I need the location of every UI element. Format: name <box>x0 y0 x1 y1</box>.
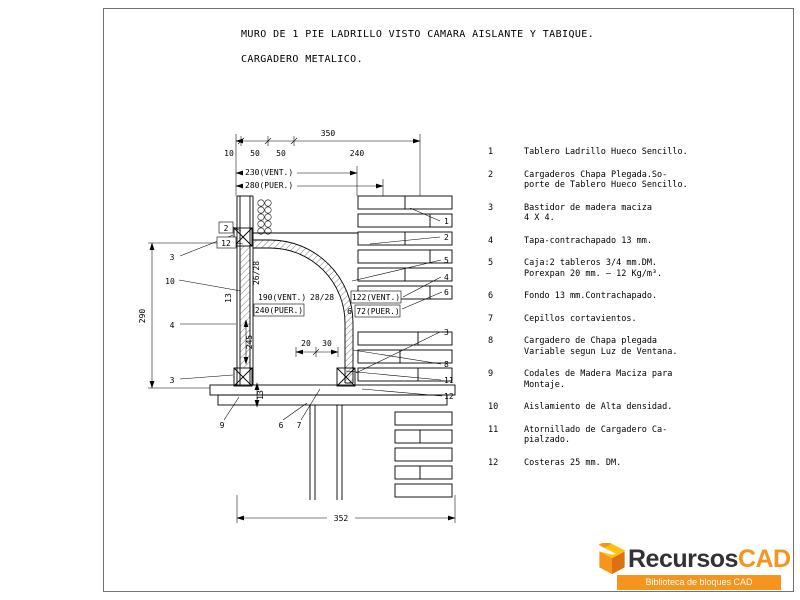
legend-item-text: Cargadero de Chapa plegada Variable segu… <box>524 336 678 357</box>
legend-item-text: Codales de Madera Maciza para Montaje. <box>524 369 673 390</box>
legend-item-text: Caja:2 tableros 3/4 mm.DM. Porexpan 20 m… <box>524 258 663 279</box>
callout-fondo-6: 6 <box>347 307 352 316</box>
drawing-title: MURO DE 1 PIE LADRILLO VISTO CAMARA AISL… <box>241 22 594 72</box>
callout-2-boxed: 2 <box>224 224 229 233</box>
dim-30: 30 <box>322 339 332 348</box>
dim-20: 20 <box>301 339 311 348</box>
dim-vent-right: 122(VENT.) <box>352 293 400 302</box>
logo-tagline: Biblioteca de bloques CAD <box>617 575 781 590</box>
dim-26-28: 26/28 <box>252 261 261 285</box>
callout-7: 7 <box>297 421 302 430</box>
legend-item: 12 Costeras 25 mm. DM. <box>488 458 700 469</box>
dim-vent-inner: 190(VENT.) <box>258 293 306 302</box>
dim-bottom-total: 352 <box>334 514 349 523</box>
dim-vent-top: 230(VENT.) <box>245 168 293 177</box>
coil-detail <box>257 199 272 235</box>
dim-puer-top: 280(PUER.) <box>245 181 293 190</box>
logo-wordmark: RecursosCAD <box>628 544 791 574</box>
callout-12: 12 <box>444 392 454 401</box>
legend-item-number: 11 <box>488 424 499 435</box>
left-wall-section <box>233 195 254 387</box>
callout-10: 10 <box>165 277 175 286</box>
capialzado-lintel <box>253 232 358 387</box>
legend-item-text: Costeras 25 mm. DM. <box>524 457 622 468</box>
legend-item-number: 5 <box>488 258 494 268</box>
callout-3-left-top: 3 <box>170 253 175 262</box>
dim-puer-right: 72(PUER.) <box>356 307 399 316</box>
legend-item-text: Atornillado de Cargadero Ca- pialzado. <box>524 424 668 446</box>
callout-5: 5 <box>444 256 449 265</box>
callout-1: 1 <box>444 217 449 226</box>
legend-item-number: 12 <box>488 457 499 468</box>
legend: 1 Tablero Ladrillo Hueco Sencillo. 2 Car… <box>488 147 700 480</box>
legend-item: 6 Fondo 13 mm.Contrachapado. <box>488 291 700 302</box>
callout-6: 6 <box>444 288 449 297</box>
insulation-hatch <box>240 246 250 368</box>
callout-numbers: 1 2 5 4 6 3 8 11 12 3 10 4 3 2 12 9 6 7 <box>165 217 454 430</box>
legend-item-number: 4 <box>488 235 494 246</box>
dim-seg-240: 240 <box>350 149 365 158</box>
dimension-group-left: 290 <box>138 242 234 389</box>
logo-box-icon <box>598 543 626 575</box>
legend-item-number: 3 <box>488 202 494 213</box>
dim-height-left: 290 <box>138 309 147 324</box>
callout-3-right: 3 <box>444 328 449 337</box>
callout-12-boxed: 12 <box>221 239 231 248</box>
legend-item-number: 7 <box>488 313 494 324</box>
legend-item: 10 Aislamiento de Alta densidad. <box>488 402 700 413</box>
callout-6-bottom: 6 <box>279 421 284 430</box>
callout-3-left-bottom: 3 <box>170 376 175 385</box>
dim-seg-10: 10 <box>224 149 234 158</box>
dim-seg-50a: 50 <box>250 149 260 158</box>
dim-puer-inner: 240(PUER.) <box>255 306 303 315</box>
legend-item-number: 6 <box>488 291 494 301</box>
legend-item: 3 Bastidor de madera maciza 4 X 4. <box>488 203 700 224</box>
dim-top-total: 350 <box>321 129 336 138</box>
logo-text-recursos: Recursos <box>628 545 738 573</box>
callout-4-left: 4 <box>170 321 175 330</box>
callout-9: 9 <box>220 421 225 430</box>
legend-item: 5 Caja:2 tableros 3/4 mm.DM. Porexpan 20… <box>488 258 700 279</box>
title-line-1: MURO DE 1 PIE LADRILLO VISTO CAMARA AISL… <box>241 29 595 40</box>
legend-item: 11 Atornillado de Cargadero Ca- pialzado… <box>488 425 700 446</box>
dimension-group-top: 350 10 50 50 240 230(VENT.) 280(PUER.) <box>224 129 421 196</box>
callout-11: 11 <box>444 376 454 385</box>
legend-item-text: Cargaderos Chapa Plegada.So- porte de Ta… <box>524 169 688 191</box>
legend-item: 2 Cargaderos Chapa Plegada.So- porte de … <box>488 170 700 191</box>
callout-leaders <box>178 207 443 421</box>
legend-item-text: Bastidor de madera maciza 4 X 4. <box>524 202 652 224</box>
sheet-frame <box>103 8 794 592</box>
title-line-2: CARGADERO METALICO. <box>241 54 363 65</box>
legend-item-text: Fondo 13 mm.Contrachapado. <box>524 291 658 301</box>
legend-item-number: 8 <box>488 336 494 346</box>
dim-13-wall: 13 <box>224 293 233 303</box>
legend-item-number: 2 <box>488 169 494 180</box>
dim-28-28: 28/28 <box>310 293 334 302</box>
legend-item: 7 Cepillos cortavientos. <box>488 314 700 325</box>
recursoscad-logo[interactable]: RecursosCAD Biblioteca de bloques CAD <box>597 543 791 590</box>
callout-2: 2 <box>444 233 449 242</box>
legend-item-number: 10 <box>488 402 499 412</box>
dimension-group-bottom: 352 <box>236 495 456 523</box>
legend-item-text: Cepillos cortavientos. <box>524 313 637 324</box>
callout-8: 8 <box>444 360 449 369</box>
dim-245: 245 <box>245 335 254 350</box>
legend-item: 4 Tapa-contrachapado 13 mm. <box>488 236 700 247</box>
legend-item-text: Aislamiento de Alta densidad. <box>524 402 673 412</box>
sill-slab <box>209 384 456 500</box>
legend-item: 1 Tablero Ladrillo Hueco Sencillo. <box>488 147 700 158</box>
legend-item-number: 9 <box>488 369 494 379</box>
legend-item: 8 Cargadero de Chapa plegada Variable se… <box>488 336 700 357</box>
legend-item-number: 1 <box>488 147 494 157</box>
dim-13-slab: 13 <box>256 390 265 400</box>
legend-item-text: Tablero Ladrillo Hueco Sencillo. <box>524 147 688 157</box>
logo-brand-row: RecursosCAD <box>597 543 791 575</box>
callout-4: 4 <box>444 273 449 282</box>
logo-text-cad: CAD <box>737 545 791 573</box>
legend-item-text: Tapa-contrachapado 13 mm. <box>524 235 652 246</box>
inner-dimensions: 26/28 190(VENT.) 28/28 240(PUER.) 122(VE… <box>224 261 402 408</box>
brick-wall <box>357 195 453 498</box>
legend-item: 9 Codales de Madera Maciza para Montaje. <box>488 369 700 390</box>
dim-seg-50b: 50 <box>276 149 286 158</box>
